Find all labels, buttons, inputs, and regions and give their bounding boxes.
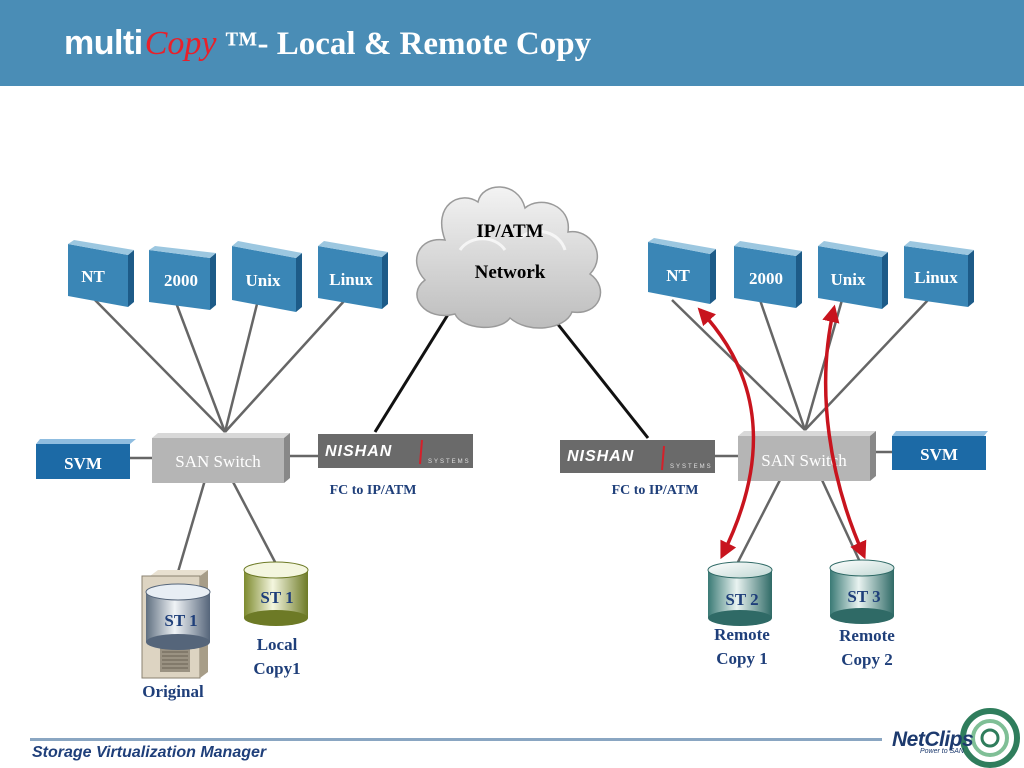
svm-right-label: SVM — [920, 445, 958, 464]
link-right-2000 — [758, 299, 807, 431]
st2-cylinder[interactable]: ST 2 — [707, 561, 773, 626]
st3-label: ST 3 — [847, 587, 880, 606]
host-right-2000-label: 2000 — [749, 269, 783, 288]
right-host-links — [671, 299, 929, 563]
wan-link-right — [543, 307, 650, 439]
link-left-2000 — [173, 299, 227, 433]
link-left-switch-server — [176, 479, 207, 573]
st1-local-label: ST 1 — [260, 588, 293, 607]
svm-left-label: SVM — [64, 454, 102, 473]
nishan-left[interactable]: NISHAN SYSTEMS — [318, 434, 473, 468]
caption-original: Original — [142, 682, 204, 701]
host-right-linux[interactable]: Linux — [904, 241, 974, 307]
san-switch-left[interactable]: SAN Switch — [152, 433, 290, 483]
arrow-unix-to-st3 — [822, 304, 867, 560]
host-right-nt[interactable]: NT — [648, 238, 716, 304]
title-copy: Copy — [144, 25, 217, 62]
wan-link-left — [373, 307, 454, 433]
host-right-unix[interactable]: Unix — [818, 241, 888, 309]
nishan-right-sub: SYSTEMS — [670, 464, 713, 470]
link-left-switch-st1 — [230, 479, 277, 563]
right-hosts: NT 2000 Unix Linux — [648, 238, 974, 309]
nishan-left-brand: NISHAN — [325, 443, 392, 460]
host-right-2000[interactable]: 2000 — [734, 241, 802, 308]
san-switch-left-label: SAN Switch — [175, 452, 261, 471]
nishan-left-caption: FC to IP/ATM — [330, 483, 417, 498]
left-hosts: NT 2000 Unix Linux — [68, 240, 388, 312]
svm-right[interactable]: SVM — [892, 431, 988, 470]
logo-swirl-icon — [960, 708, 1020, 768]
header-bar — [0, 0, 1024, 86]
cloud-label-2: Network — [475, 262, 546, 283]
title-rest: ™- Local & Remote Copy — [224, 26, 592, 62]
svm-left[interactable]: SVM — [36, 439, 136, 479]
link-left-unix — [223, 299, 260, 433]
host-left-nt-label: NT — [81, 267, 105, 286]
footer-title: Storage Virtualization Manager — [32, 744, 267, 761]
nishan-right-brand: NISHAN — [567, 448, 634, 465]
footer-divider — [30, 738, 882, 741]
title-multi: multi — [64, 24, 143, 62]
nishan-left-sub: SYSTEMS — [428, 459, 471, 465]
st2-label: ST 2 — [725, 590, 758, 609]
arrow-nt-to-st2 — [697, 307, 756, 560]
caption-st3-2: Copy 2 — [841, 650, 892, 669]
remote-copy-arrows — [697, 304, 867, 560]
caption-st2-1: Remote — [714, 625, 770, 644]
host-left-2000-label: 2000 — [164, 271, 198, 290]
logo-name: NetClips — [892, 728, 974, 751]
host-left-linux[interactable]: Linux — [318, 241, 388, 309]
caption-st3-1: Remote — [839, 626, 895, 645]
cloud-label-1: IP/ATM — [476, 221, 543, 242]
caption-local-2: Copy1 — [253, 659, 300, 678]
st1-server-label: ST 1 — [164, 611, 197, 630]
host-left-nt[interactable]: NT — [68, 240, 134, 307]
st1-local-cylinder[interactable]: ST 1 — [243, 561, 309, 626]
host-left-unix[interactable]: Unix — [232, 241, 302, 312]
wan-links — [373, 307, 650, 439]
link-right-switch-st2 — [736, 479, 782, 563]
st3-cylinder[interactable]: ST 3 — [829, 559, 895, 624]
network-cloud: IP/ATM Network — [415, 186, 602, 329]
nishan-right[interactable]: NISHAN SYSTEMS — [560, 440, 715, 473]
host-left-2000[interactable]: 2000 — [149, 246, 216, 310]
netclips-logo: NetClips Power to SAN — [886, 706, 1022, 768]
san-switch-right[interactable]: SAN Switch — [738, 431, 876, 481]
link-left-nt — [94, 299, 226, 433]
host-left-linux-label: Linux — [329, 270, 373, 289]
host-left-unix-label: Unix — [246, 271, 281, 290]
st1-server-cylinder[interactable]: ST 1 — [145, 583, 211, 650]
caption-st2-2: Copy 1 — [716, 649, 767, 668]
logo-tagline: Power to SAN — [920, 748, 964, 755]
link-left-linux — [224, 299, 346, 433]
nishan-right-caption: FC to IP/ATM — [612, 483, 699, 498]
left-host-links — [94, 299, 346, 573]
host-right-nt-label: NT — [666, 266, 690, 285]
caption-local-1: Local — [257, 635, 298, 654]
host-right-linux-label: Linux — [914, 268, 958, 287]
host-right-unix-label: Unix — [831, 270, 866, 289]
